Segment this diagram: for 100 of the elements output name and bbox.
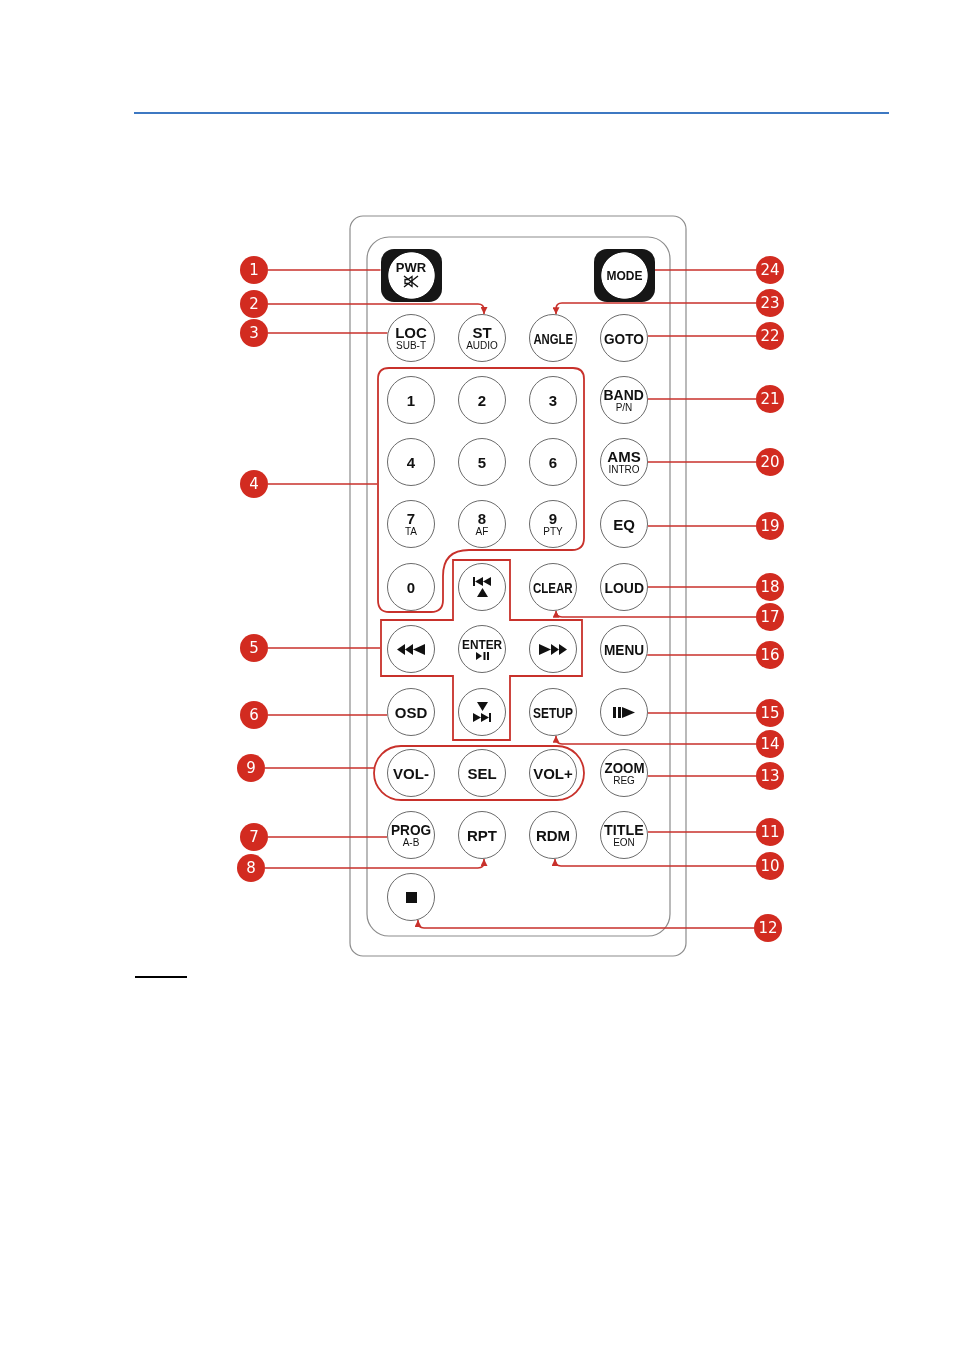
sub-label: AF bbox=[475, 527, 489, 537]
framed-remote-button bbox=[593, 248, 655, 302]
button-label: ST bbox=[472, 325, 492, 340]
callout-number: 12 bbox=[754, 914, 782, 942]
remote-button bbox=[529, 314, 577, 362]
callout-number: 11 bbox=[756, 818, 784, 846]
remote-button bbox=[600, 500, 648, 548]
button-label: OSD bbox=[394, 704, 428, 720]
button-label: ENTER bbox=[461, 637, 503, 651]
button-label: 1 bbox=[406, 392, 416, 408]
button-label: 9 bbox=[548, 511, 558, 526]
sub-label: SUB-T bbox=[396, 341, 426, 351]
leader-line bbox=[267, 483, 378, 485]
leader-line bbox=[264, 767, 376, 769]
leader-line bbox=[647, 525, 757, 527]
sub-label: AUDIO bbox=[466, 341, 498, 351]
button-label: MENU bbox=[603, 641, 645, 657]
leader-line bbox=[552, 610, 757, 618]
callout-number: 19 bbox=[756, 512, 784, 540]
remote-button bbox=[387, 749, 435, 797]
callout-number: 23 bbox=[756, 289, 784, 317]
button-label: CLEAR bbox=[533, 579, 573, 595]
button-label: MODE bbox=[606, 268, 642, 282]
leader-line bbox=[647, 335, 757, 337]
callout-number: 10 bbox=[756, 852, 784, 880]
remote-button bbox=[529, 438, 577, 486]
leader-line bbox=[414, 919, 755, 929]
remote-button bbox=[458, 500, 506, 548]
button-label: PWR bbox=[395, 261, 427, 274]
remote-button bbox=[600, 625, 648, 673]
button-label: 8 bbox=[477, 511, 487, 526]
sub-label: REG bbox=[613, 776, 635, 786]
remote-button bbox=[600, 688, 648, 736]
remote-button bbox=[458, 438, 506, 486]
button-label: ZOOM bbox=[604, 760, 644, 775]
remote-button bbox=[600, 749, 648, 797]
remote-button bbox=[529, 563, 577, 611]
callout-number: 14 bbox=[756, 730, 784, 758]
callout-number: 2 bbox=[240, 290, 268, 318]
remote-button bbox=[458, 749, 506, 797]
remote-button bbox=[387, 376, 435, 424]
button-label: 7 bbox=[406, 511, 416, 526]
leader-line bbox=[267, 303, 488, 315]
remote-button bbox=[387, 625, 435, 673]
remote-button bbox=[387, 500, 435, 548]
remote-button bbox=[600, 376, 648, 424]
callout-number: 15 bbox=[756, 699, 784, 727]
remote-button bbox=[529, 811, 577, 859]
leader-line bbox=[552, 735, 757, 745]
sub-label: EON bbox=[613, 838, 635, 848]
button-label: 4 bbox=[406, 454, 416, 470]
remote-button bbox=[600, 563, 648, 611]
leader-line bbox=[264, 858, 488, 869]
callout-number: 9 bbox=[237, 754, 265, 782]
framed-remote-button bbox=[380, 248, 442, 302]
leader-line bbox=[647, 398, 757, 400]
sub-label: TA bbox=[404, 527, 417, 537]
leader-line bbox=[646, 654, 757, 656]
remote-button bbox=[387, 688, 435, 736]
button-label: GOTO bbox=[604, 330, 644, 346]
button-label: VOL- bbox=[393, 765, 429, 781]
remote-button bbox=[458, 563, 506, 611]
button-label: 2 bbox=[477, 392, 487, 408]
callout-number: 17 bbox=[756, 603, 784, 631]
remote-button bbox=[600, 438, 648, 486]
sub-label: PTY bbox=[543, 527, 563, 537]
remote-button bbox=[387, 873, 435, 921]
button-label: SEL bbox=[467, 765, 497, 781]
button-label: 6 bbox=[548, 454, 558, 470]
leader-line bbox=[647, 461, 757, 463]
callout-number: 13 bbox=[756, 762, 784, 790]
button-label: SETUP bbox=[533, 704, 573, 720]
leader-line bbox=[551, 858, 757, 867]
button-label: TITLE bbox=[604, 822, 644, 837]
remote-button bbox=[458, 811, 506, 859]
remote-button bbox=[529, 376, 577, 424]
button-label: AMS bbox=[607, 449, 641, 464]
button-label: LOC bbox=[395, 325, 427, 340]
remote-button bbox=[387, 811, 435, 859]
button-label: RDM bbox=[535, 827, 571, 843]
callout-number: 21 bbox=[756, 385, 784, 413]
remote-button bbox=[387, 438, 435, 486]
button-label: 3 bbox=[548, 392, 558, 408]
leader-line bbox=[267, 332, 389, 334]
callout-number: 6 bbox=[240, 701, 268, 729]
callout-number: 16 bbox=[756, 641, 784, 669]
sub-label: P/N bbox=[615, 403, 633, 413]
button-label: 5 bbox=[477, 454, 487, 470]
button-label: PROG bbox=[390, 822, 432, 837]
sub-label: INTRO bbox=[608, 465, 640, 475]
leader-line bbox=[267, 714, 388, 716]
remote-button bbox=[529, 688, 577, 736]
callout-number: 20 bbox=[756, 448, 784, 476]
button-label: BAND bbox=[603, 387, 645, 402]
sub-label: A-B bbox=[402, 838, 420, 848]
remote-button bbox=[458, 688, 506, 736]
leader-line bbox=[267, 269, 382, 271]
leader-line bbox=[647, 775, 757, 777]
button-label: 0 bbox=[406, 579, 416, 595]
leader-line bbox=[267, 836, 388, 838]
